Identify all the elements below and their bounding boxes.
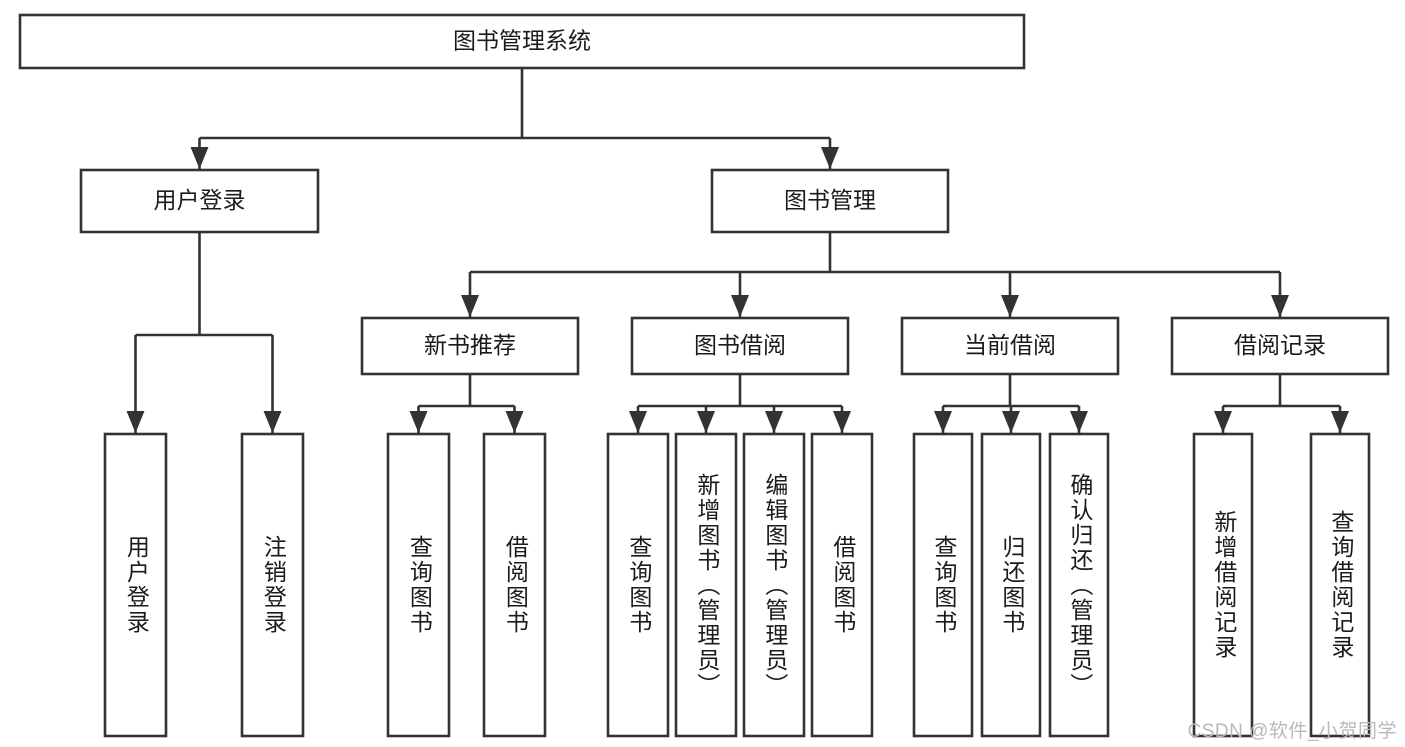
node-root[interactable] bbox=[18, 13, 1026, 70]
node-leaf-12[interactable] bbox=[1309, 432, 1371, 738]
arrow-head-icon bbox=[461, 295, 479, 317]
arrow-head-icon bbox=[1001, 295, 1019, 317]
node-level2-label-1: 图书管理 bbox=[784, 187, 876, 213]
node-level2-1[interactable] bbox=[710, 168, 950, 234]
arrow-head-icon bbox=[190, 147, 209, 169]
node-level3-label-3: 借阅记录 bbox=[1234, 332, 1326, 358]
arrow-head-icon bbox=[1271, 295, 1289, 317]
arrow-head-icon bbox=[1331, 411, 1349, 433]
node-leaf-6[interactable] bbox=[742, 432, 806, 738]
node-leaf-4[interactable] bbox=[606, 432, 670, 738]
node-level3-3[interactable] bbox=[1170, 316, 1390, 376]
node-leaf-7[interactable] bbox=[810, 432, 874, 738]
arrow-head-icon bbox=[821, 147, 839, 169]
arrow-head-icon bbox=[1070, 411, 1088, 433]
arrow-head-icon bbox=[731, 295, 749, 317]
arrow-head-icon bbox=[629, 411, 647, 433]
connector-layer bbox=[126, 68, 1349, 433]
node-level3-0[interactable] bbox=[360, 316, 580, 376]
node-leaf-2[interactable] bbox=[386, 432, 451, 738]
node-level3-1[interactable] bbox=[630, 316, 850, 376]
arrow-head-icon bbox=[697, 411, 715, 433]
node-leaf-11[interactable] bbox=[1192, 432, 1254, 738]
node-leaf-9[interactable] bbox=[980, 432, 1042, 738]
node-level3-2[interactable] bbox=[900, 316, 1120, 376]
box-layer bbox=[18, 13, 1390, 738]
node-leaf-1[interactable] bbox=[240, 432, 305, 738]
arrow-head-icon bbox=[409, 411, 428, 433]
arrow-head-icon bbox=[126, 411, 145, 433]
node-level3-label-1: 图书借阅 bbox=[694, 332, 786, 358]
node-level2-0[interactable] bbox=[79, 168, 320, 234]
node-root-label: 图书管理系统 bbox=[453, 28, 591, 54]
arrow-head-icon bbox=[505, 411, 524, 433]
node-leaf-10[interactable] bbox=[1048, 432, 1110, 738]
arrow-head-icon bbox=[934, 411, 952, 433]
arrow-head-icon bbox=[263, 411, 282, 433]
arrow-head-icon bbox=[765, 411, 783, 433]
arrow-head-icon bbox=[833, 411, 851, 433]
node-leaf-5[interactable] bbox=[674, 432, 738, 738]
node-level3-label-0: 新书推荐 bbox=[424, 332, 516, 358]
node-level3-label-2: 当前借阅 bbox=[964, 332, 1056, 358]
node-leaf-0[interactable] bbox=[103, 432, 168, 738]
node-leaf-8[interactable] bbox=[912, 432, 974, 738]
watermark-text: CSDN @软件_小贺同学 bbox=[1187, 721, 1397, 742]
node-level2-label-0: 用户登录 bbox=[154, 187, 246, 213]
node-leaf-3[interactable] bbox=[482, 432, 547, 738]
arrow-head-icon bbox=[1002, 411, 1020, 433]
arrow-head-icon bbox=[1214, 411, 1232, 433]
